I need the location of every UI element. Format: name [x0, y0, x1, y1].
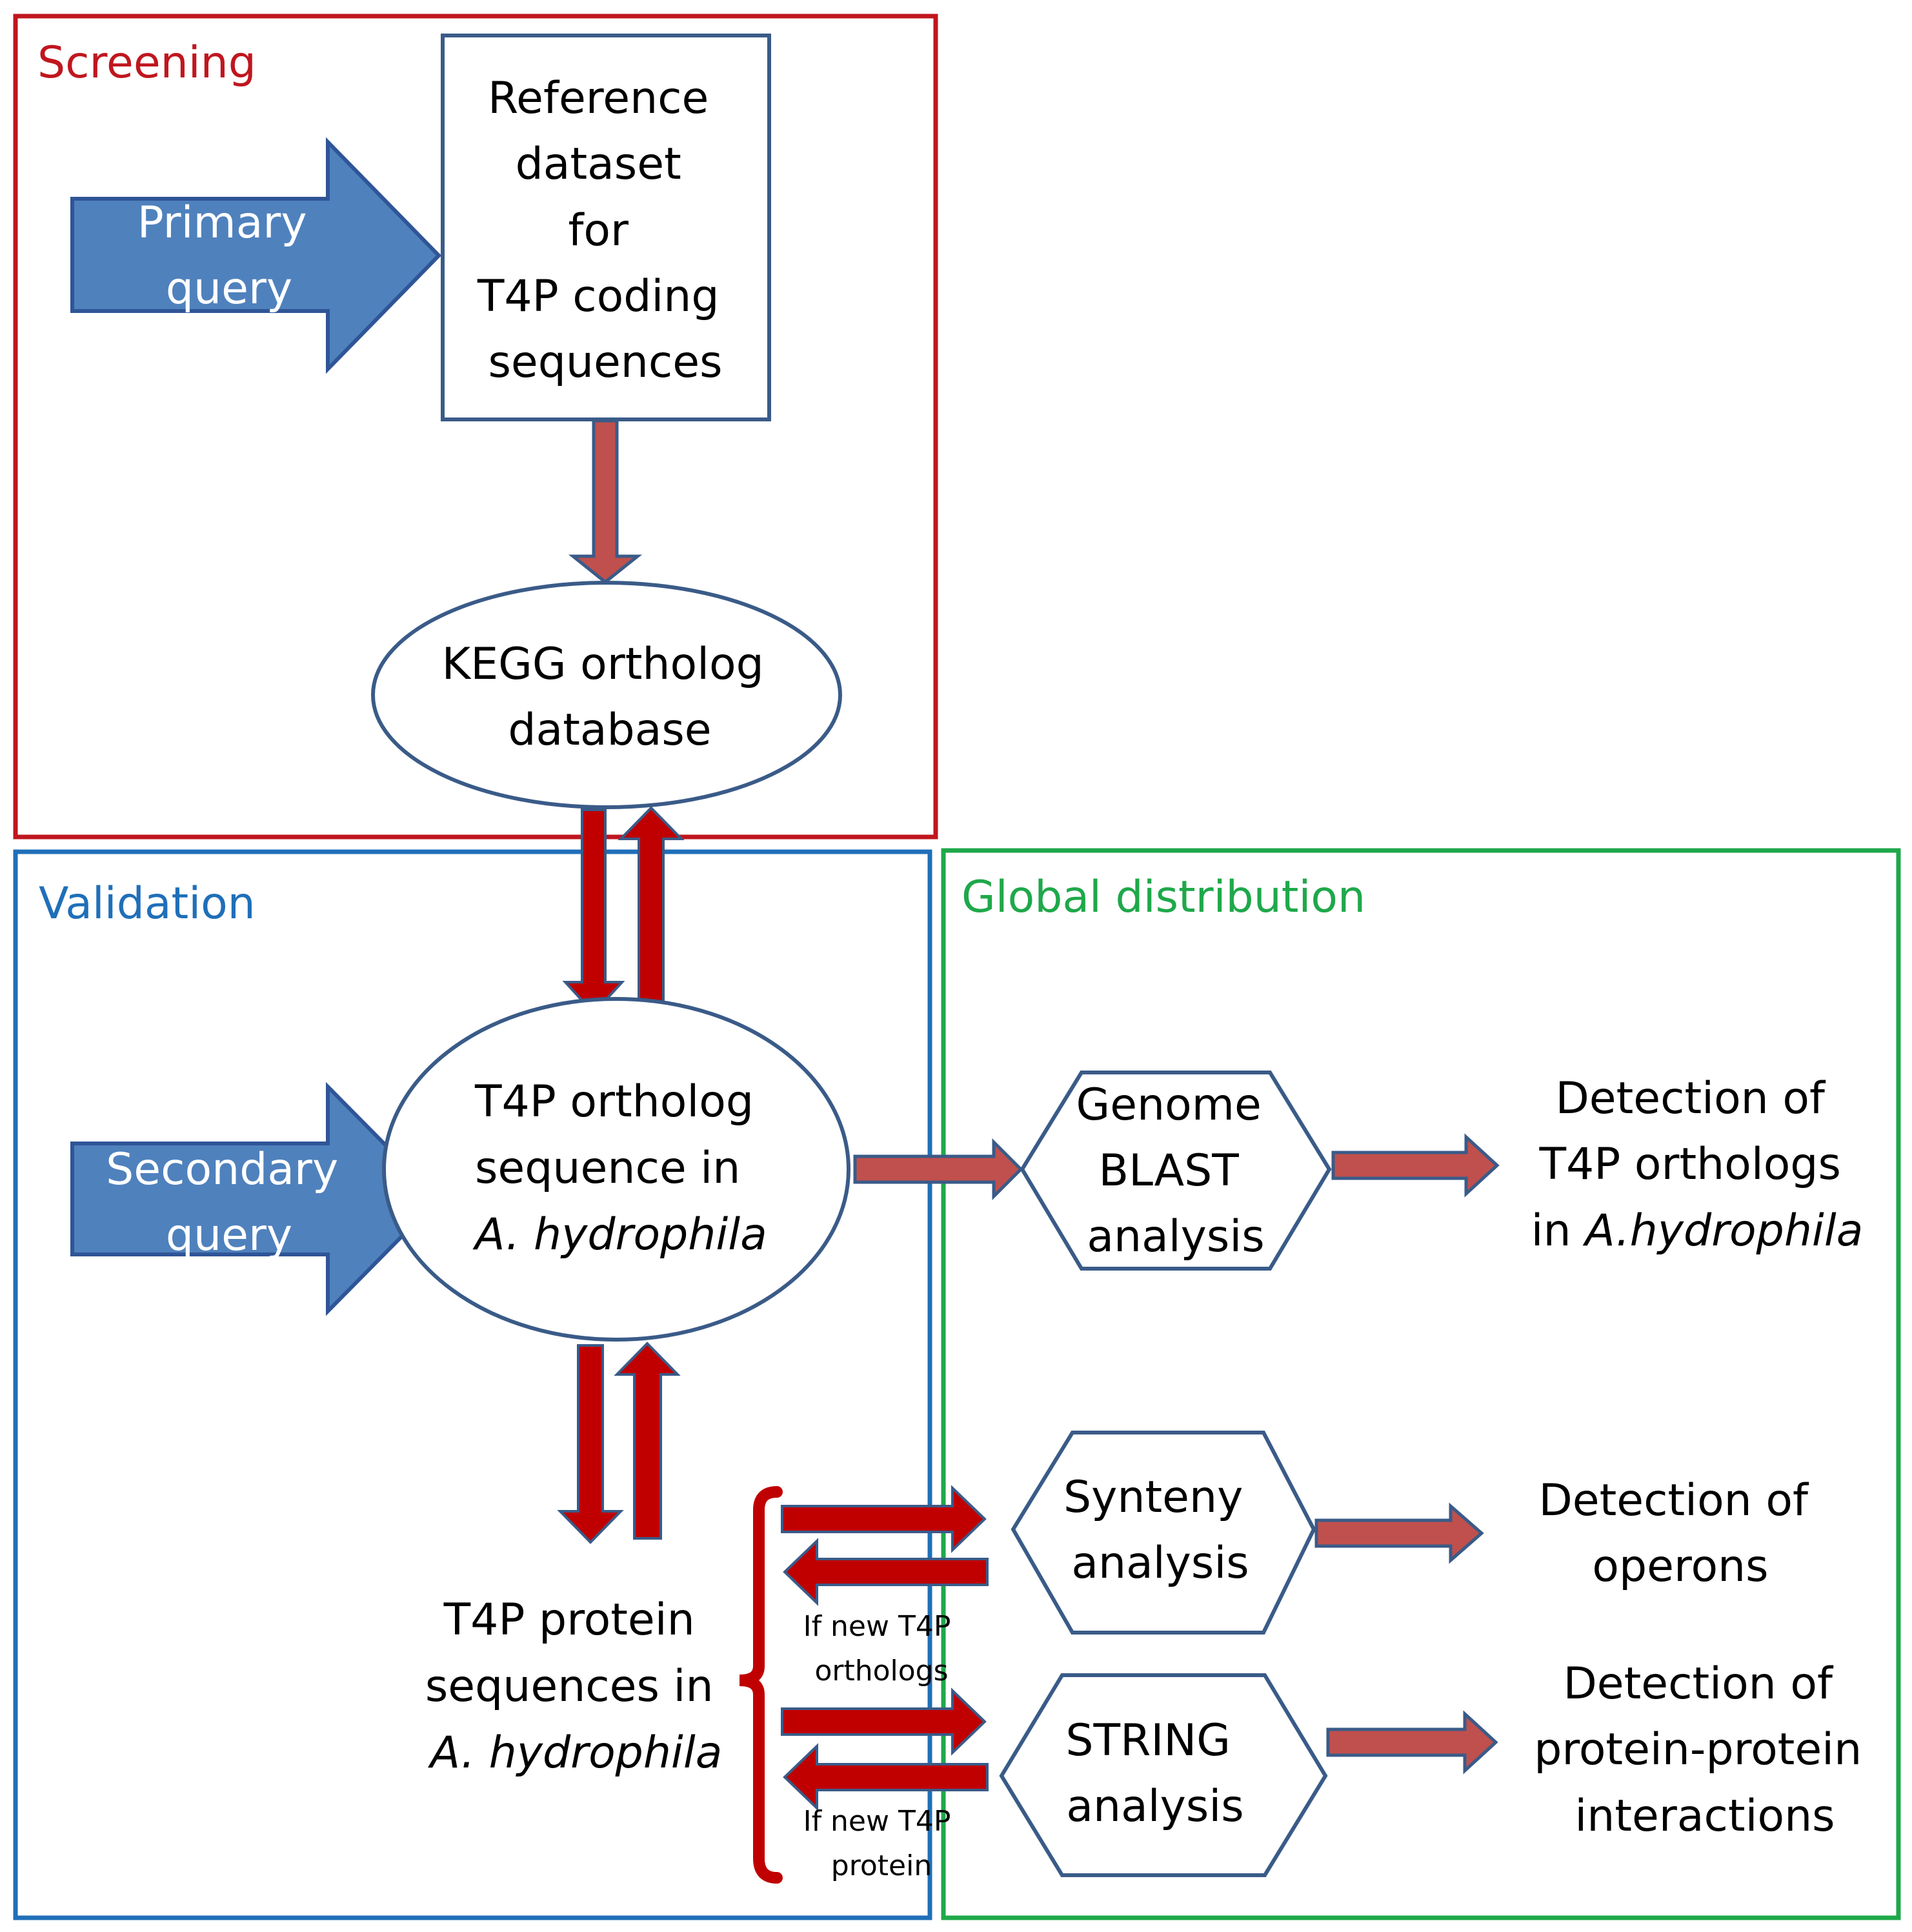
string-to-protein-arrow	[783, 1743, 989, 1811]
kegg-to-ortholog-arrow	[562, 809, 625, 1015]
t4p-protein-sequences-label: T4P protein sequences in A. hydrophila	[425, 1595, 727, 1778]
validation-label: Validation	[39, 878, 256, 929]
protein-to-ortholog-arrow	[614, 1342, 681, 1540]
genome-blast-node	[1020, 1071, 1332, 1271]
ortholog-to-blast-arrow	[853, 1138, 1023, 1201]
validation-region	[13, 849, 932, 1920]
secondary-query-label: Secondary query	[106, 1144, 352, 1261]
blast-result-label: Detection of T4P orthologs in A.hydrophi…	[1531, 1073, 1864, 1256]
synteny-node	[1011, 1431, 1316, 1635]
string-to-result-arrow	[1326, 1710, 1498, 1775]
reference-dataset-label: Reference dataset for T4P coding sequenc…	[477, 73, 733, 388]
string-note: If new T4P protein	[803, 1805, 960, 1882]
synteny-label: Synteny analysis	[1063, 1472, 1257, 1589]
genome-blast-label: Genome BLAST analysis	[1076, 1080, 1276, 1262]
string-result-label: Detection of protein-protein interaction…	[1534, 1658, 1876, 1842]
secondary-query-arrow	[70, 1082, 442, 1316]
global-distribution-region	[941, 848, 1901, 1920]
synteny-note: If new T4P orthologs	[803, 1610, 960, 1687]
t4p-ortholog-label: T4P ortholog sequence in A. hydrophila	[472, 1076, 768, 1260]
ortholog-to-protein-arrow	[557, 1344, 624, 1544]
bracket	[739, 1486, 783, 1884]
ortholog-to-kegg-arrow	[618, 806, 685, 1008]
t4p-ortholog-node	[382, 997, 850, 1342]
screening-label: Screening	[37, 37, 256, 88]
global-distribution-label: Global distribution	[961, 872, 1365, 923]
reference-to-kegg-arrow	[568, 419, 643, 585]
kegg-database-label: KEGG ortholog database	[442, 639, 778, 756]
synteny-to-result-arrow	[1314, 1502, 1484, 1564]
blast-to-result-arrow	[1331, 1133, 1500, 1198]
synteny-to-protein-arrow	[783, 1538, 989, 1606]
string-label: STRING analysis	[1065, 1715, 1244, 1832]
reference-dataset-box	[441, 34, 771, 421]
primary-query-label: Primary query	[137, 197, 321, 314]
protein-to-string-arrow	[781, 1687, 987, 1756]
screening-region	[13, 14, 938, 840]
string-node	[999, 1673, 1328, 1877]
protein-to-synteny-arrow	[781, 1485, 987, 1553]
primary-query-arrow	[70, 137, 442, 374]
kegg-database-node	[371, 581, 842, 809]
synteny-result-label: Detection of operons	[1538, 1475, 1822, 1592]
